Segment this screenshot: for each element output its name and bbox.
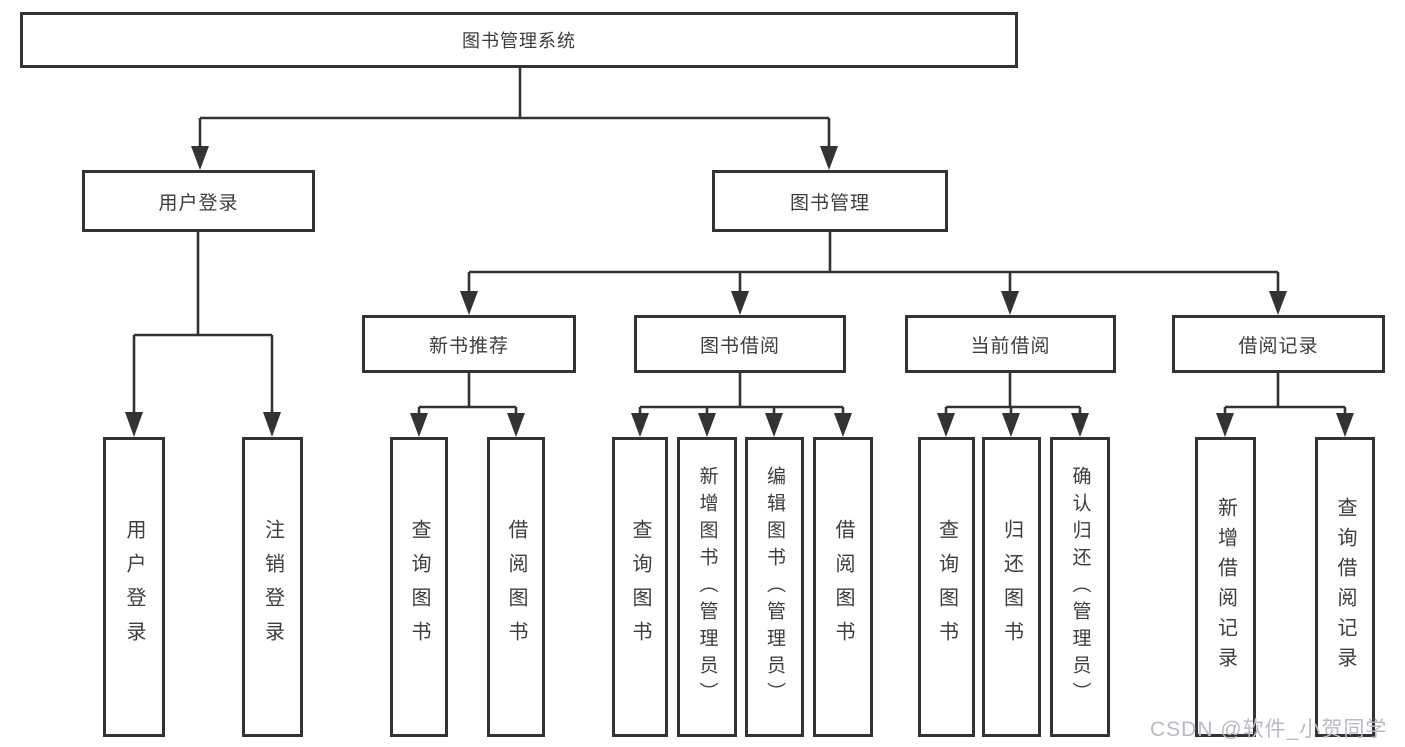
node-label: 用户登录 xyxy=(158,192,239,214)
leaf-query-borrow-record: 查询借阅记录 xyxy=(1315,437,1375,737)
node-label: 查询图书 xyxy=(408,519,430,655)
node-book-management: 图书管理 xyxy=(712,170,948,232)
node-label: 图书管理系统 xyxy=(462,31,576,51)
node-label: 当前借阅 xyxy=(970,335,1051,357)
node-label: 查询图书 xyxy=(935,519,958,655)
leaf-add-borrow-record: 新增借阅记录 xyxy=(1195,437,1256,737)
node-label: 注销登录 xyxy=(261,519,284,655)
leaf-edit-book-admin: 编辑图书（管理员） xyxy=(745,437,804,737)
node-label: 确认归还（管理员） xyxy=(1069,465,1091,709)
node-label: 查询图书 xyxy=(629,519,651,655)
leaf-query-books-current: 查询图书 xyxy=(918,437,975,737)
node-label: 新增借阅记录 xyxy=(1214,497,1237,677)
node-user-login: 用户登录 xyxy=(82,170,315,232)
leaf-user-login: 用户登录 xyxy=(103,437,165,737)
node-new-book-recommend: 新书推荐 xyxy=(362,315,576,373)
node-book-management-system: 图书管理系统 xyxy=(20,12,1018,68)
node-label: 新书推荐 xyxy=(428,335,509,357)
leaf-borrow-books-recommend: 借阅图书 xyxy=(487,437,545,737)
node-label: 查询借阅记录 xyxy=(1334,497,1356,677)
leaf-logout: 注销登录 xyxy=(242,437,303,737)
node-label: 借阅图书 xyxy=(832,519,854,655)
node-label: 图书管理 xyxy=(789,192,870,214)
node-label: 借阅记录 xyxy=(1238,335,1319,357)
leaf-return-book: 归还图书 xyxy=(982,437,1041,737)
node-label: 用户登录 xyxy=(123,519,145,655)
leaf-borrow-books: 借阅图书 xyxy=(813,437,873,737)
node-label: 编辑图书（管理员） xyxy=(764,465,785,709)
leaf-query-books-recommend: 查询图书 xyxy=(390,437,448,737)
node-current-borrow: 当前借阅 xyxy=(905,315,1116,373)
csdn-watermark: CSDN @软件_小贺同学 xyxy=(1150,718,1388,741)
node-label: 图书借阅 xyxy=(699,335,780,357)
node-label: 借阅图书 xyxy=(505,519,527,655)
node-book-borrow: 图书借阅 xyxy=(634,315,846,373)
leaf-confirm-return-admin: 确认归还（管理员） xyxy=(1050,437,1110,737)
leaf-add-book-admin: 新增图书（管理员） xyxy=(677,437,737,737)
leaf-query-books-borrow: 查询图书 xyxy=(612,437,668,737)
node-label: 归还图书 xyxy=(1000,519,1023,655)
node-borrow-records: 借阅记录 xyxy=(1172,315,1385,373)
node-label: 新增图书（管理员） xyxy=(696,465,718,709)
